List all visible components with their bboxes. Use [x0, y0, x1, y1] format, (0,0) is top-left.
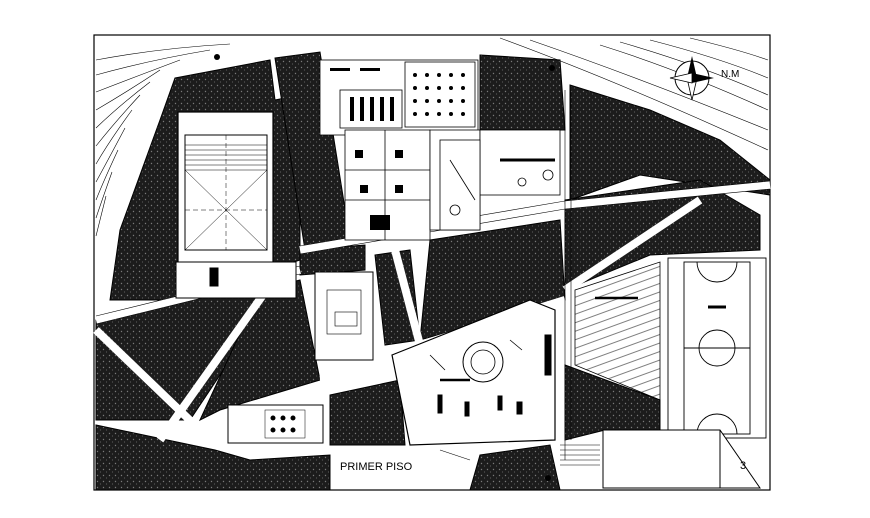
lower-left-building — [227, 404, 324, 444]
plaza-area — [439, 129, 561, 231]
seating-grid — [330, 68, 465, 230]
sports-court — [667, 257, 767, 439]
hatched-terrain — [574, 261, 661, 401]
sheet-corner — [602, 429, 761, 489]
small-pavilion — [314, 271, 374, 361]
courtyard-building — [391, 299, 556, 446]
entrance-stairs — [439, 444, 600, 466]
left-building — [175, 111, 297, 299]
floor-label: PRIMER PISO — [340, 461, 413, 473]
survey-markers — [214, 54, 555, 481]
sheet-number: 3 — [740, 460, 746, 472]
compass-north-arrow-icon — [669, 56, 714, 101]
north-label: N.M — [721, 69, 739, 80]
